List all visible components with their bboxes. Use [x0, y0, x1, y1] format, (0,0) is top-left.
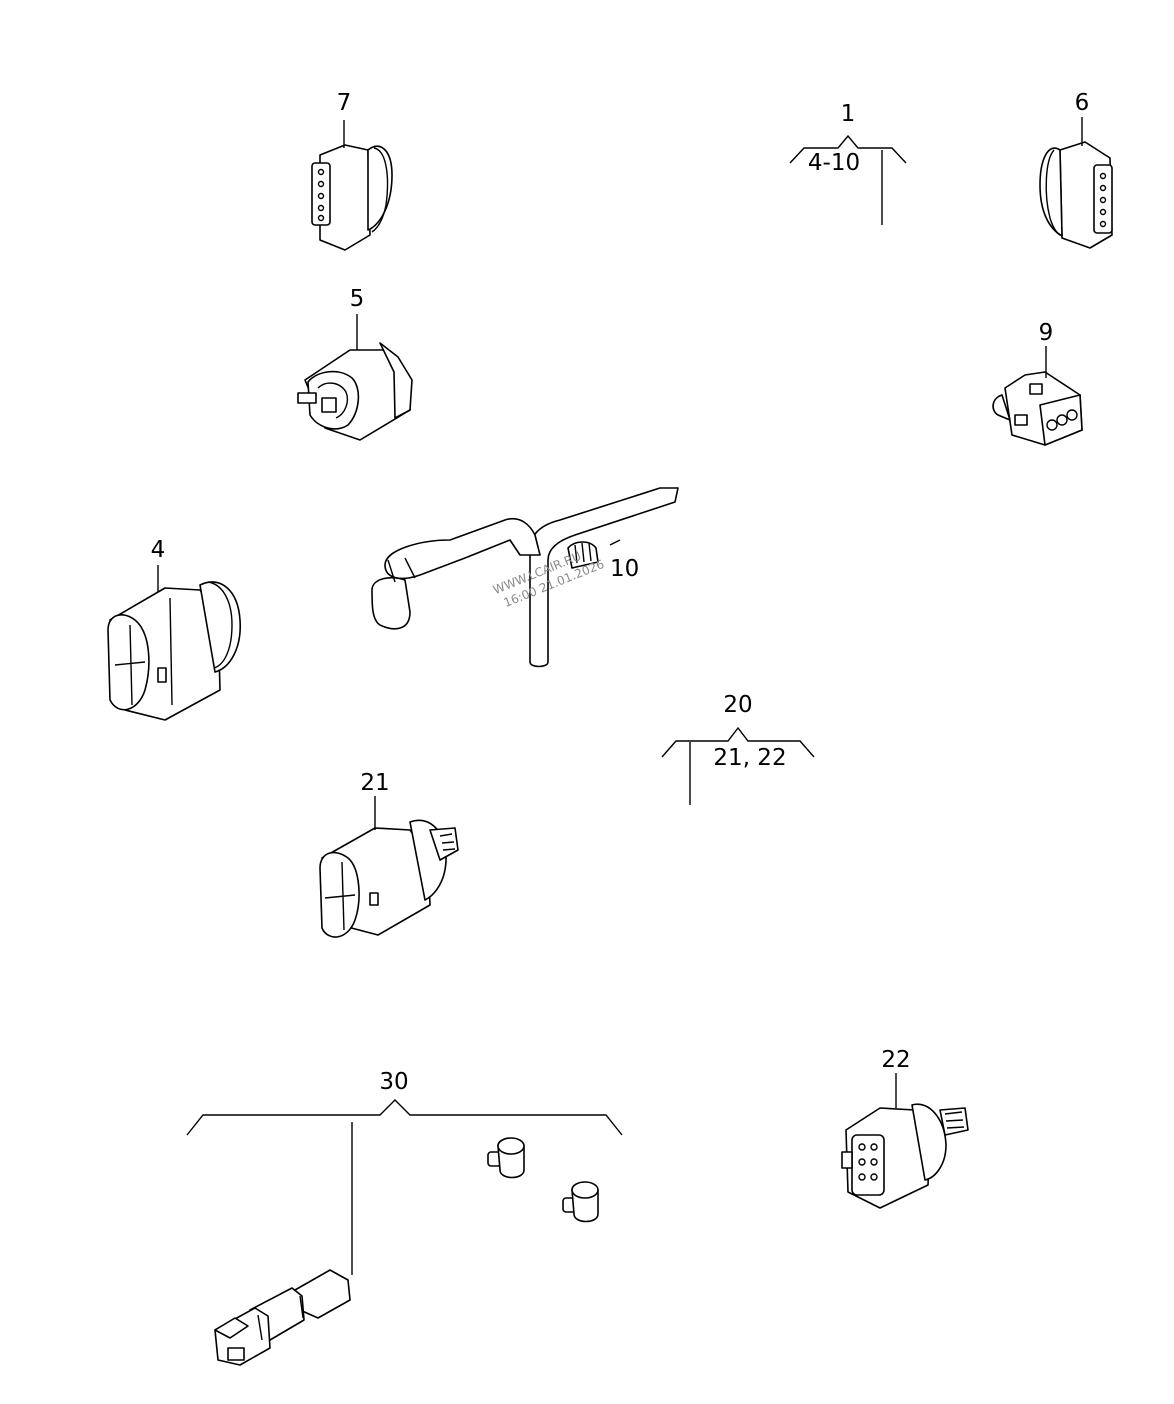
- bracket-1: [789, 134, 907, 164]
- part-10-clip: [371, 487, 679, 668]
- harness-30: [214, 1137, 599, 1366]
- callout-1-range: 4-10: [808, 150, 860, 176]
- callout-4: 4: [151, 537, 166, 563]
- harness-30-sensor-lower: [562, 1181, 599, 1223]
- connector-9: [992, 371, 1083, 446]
- bracket-20: [661, 726, 815, 758]
- harness-20: [319, 789, 1022, 1209]
- harness-1-wires: [238, 156, 1048, 602]
- callout-9: 9: [1039, 320, 1054, 346]
- harness-30-sensor-upper: [487, 1137, 525, 1179]
- callout-22: 22: [881, 1047, 910, 1073]
- connector-21: [319, 819, 459, 938]
- connector-22: [841, 1103, 969, 1209]
- callout-6: 6: [1075, 90, 1090, 116]
- bracket-30: [186, 1099, 623, 1136]
- harness-1: [107, 141, 1113, 721]
- connector-4: [107, 581, 241, 721]
- callout-30: 30: [379, 1069, 408, 1095]
- harness-30-wires: [348, 1158, 572, 1287]
- harness-30-plug: [214, 1269, 351, 1366]
- callout-1: 1: [841, 101, 856, 127]
- connector-5: [297, 342, 413, 441]
- leader-lines: [157, 117, 1083, 1275]
- callout-10: 10: [610, 556, 639, 582]
- callout-21: 21: [360, 770, 389, 796]
- connector-7: [311, 144, 393, 251]
- callout-7: 7: [337, 90, 352, 116]
- callout-5: 5: [350, 286, 365, 312]
- connector-6: [1039, 141, 1113, 249]
- callout-20: 20: [723, 692, 752, 718]
- harness-20-wire: [451, 789, 1022, 1114]
- callout-20-range: 21, 22: [713, 745, 786, 771]
